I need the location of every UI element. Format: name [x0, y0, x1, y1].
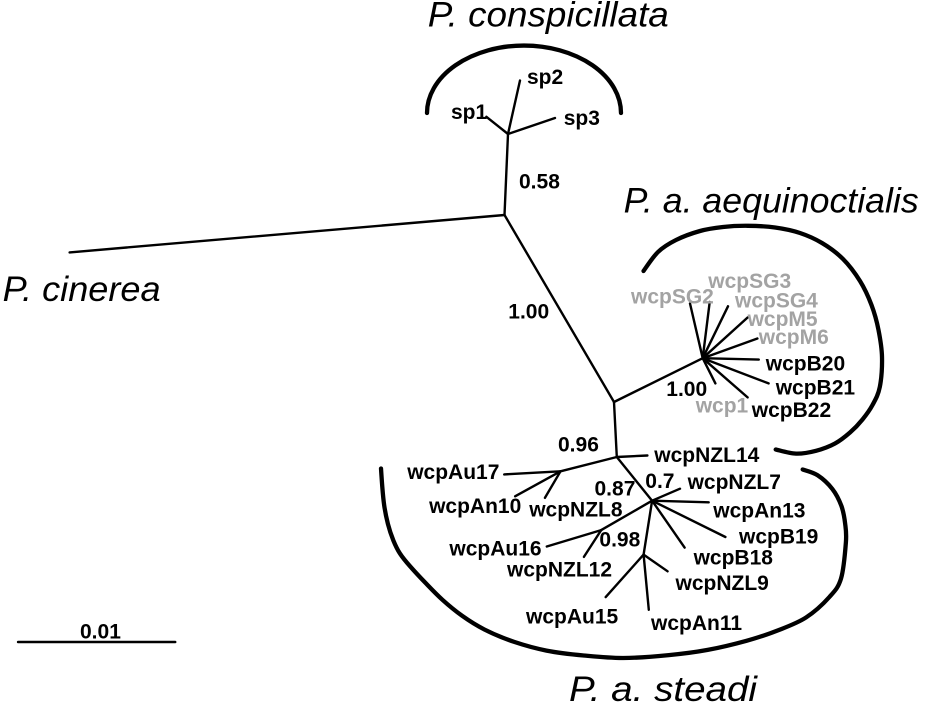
svg-text:1.00: 1.00: [666, 378, 707, 401]
svg-text:P. a. aequinoctialis: P. a. aequinoctialis: [624, 182, 919, 221]
svg-text:wcpB22: wcpB22: [751, 399, 831, 422]
svg-text:wcpSG2: wcpSG2: [630, 285, 714, 308]
svg-text:P. a. steadi: P. a. steadi: [569, 670, 758, 704]
svg-text:0.01: 0.01: [80, 620, 121, 643]
svg-text:wcpM5: wcpM5: [747, 308, 818, 331]
svg-text:wcpNZL9: wcpNZL9: [675, 572, 769, 595]
svg-text:wcpSG4: wcpSG4: [734, 290, 818, 313]
svg-text:wcpAn13: wcpAn13: [712, 500, 805, 523]
svg-text:sp1: sp1: [451, 101, 488, 124]
svg-text:wcpAu15: wcpAu15: [525, 606, 619, 629]
svg-text:0.7: 0.7: [645, 470, 674, 493]
svg-text:sp3: sp3: [564, 107, 600, 130]
svg-text:wcpNZL8: wcpNZL8: [528, 498, 623, 521]
svg-text:0.96: 0.96: [558, 434, 599, 457]
svg-text:wcpAn11: wcpAn11: [650, 612, 742, 635]
svg-text:wcpAn10: wcpAn10: [428, 495, 521, 518]
svg-text:wcp1: wcp1: [695, 395, 749, 418]
svg-text:wcpB20: wcpB20: [765, 353, 845, 376]
svg-text:0.87: 0.87: [595, 478, 636, 501]
svg-text:P. conspicillata: P. conspicillata: [428, 0, 669, 35]
svg-text:1.00: 1.00: [508, 301, 549, 324]
svg-text:wcpB21: wcpB21: [775, 377, 856, 400]
svg-text:sp2: sp2: [527, 66, 563, 89]
svg-text:0.58: 0.58: [519, 170, 560, 193]
svg-text:wcpNZL12: wcpNZL12: [506, 559, 612, 582]
svg-text:wcpB18: wcpB18: [693, 546, 774, 569]
svg-text:0.98: 0.98: [599, 529, 640, 552]
svg-text:wcpNZL14: wcpNZL14: [653, 444, 759, 467]
svg-text:wcpNZL7: wcpNZL7: [687, 471, 781, 494]
svg-text:wcpM6: wcpM6: [758, 326, 829, 349]
svg-text:wcpAu17: wcpAu17: [406, 461, 499, 484]
svg-text:wcpAu16: wcpAu16: [448, 537, 541, 560]
svg-text:wcpSG3: wcpSG3: [707, 270, 791, 293]
svg-text:P. cinerea: P. cinerea: [3, 270, 161, 309]
svg-text:wcpB19: wcpB19: [738, 525, 818, 548]
